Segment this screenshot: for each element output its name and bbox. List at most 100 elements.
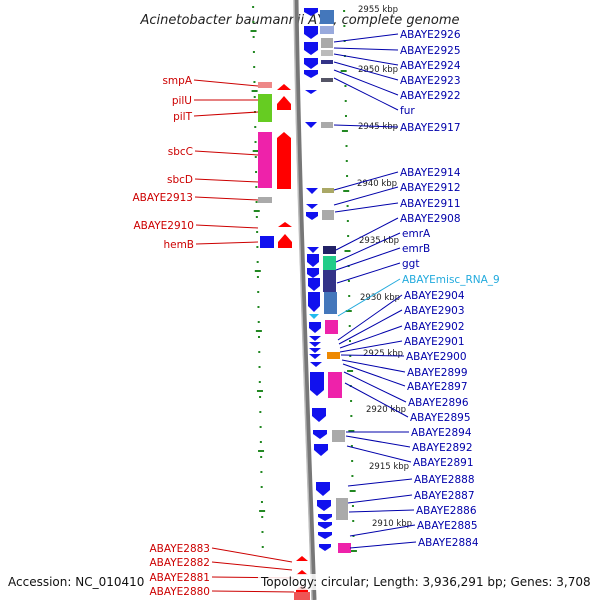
leader-line [336,262,401,284]
feature-box [321,38,333,48]
gene-label-right[interactable]: emrA [402,228,431,240]
gene-label-right[interactable]: ABAYE2887 [414,490,475,502]
gene-label-left[interactable]: hemB [163,239,194,251]
kbp-label: 2945 kbp [358,122,398,132]
tick-mark [259,411,262,413]
leader-line [195,241,259,245]
tick-mark-major [255,330,262,332]
feature-box [321,60,333,64]
gene-reverse [310,362,322,367]
gene-label-right[interactable]: ABAYE2900 [406,351,467,363]
gene-label-right[interactable]: ABAYE2911 [400,198,461,210]
feature-box [258,82,272,88]
gene-label-right[interactable]: ABAYE2885 [417,520,478,532]
tick-mark [344,100,347,102]
kbp-label: 2920 kbp [366,405,406,415]
gene-reverse [318,514,332,521]
gene-label-right[interactable]: ABAYE2899 [407,367,468,379]
gene-label-left[interactable]: ABAYE2883 [149,543,210,555]
gene-label-right[interactable]: ABAYE2901 [404,336,465,348]
gene-label-right[interactable]: ABAYE2895 [410,412,471,424]
gene-label-right[interactable]: ABAYE2922 [400,90,461,102]
leader-line [333,186,399,206]
leader-line [333,53,399,66]
gene-label-right[interactable]: ABAYE2891 [413,457,474,469]
feature-box [321,122,333,128]
tick-mark [258,366,261,368]
gene-label-left[interactable]: ABAYE2913 [132,192,193,204]
gene-label-right[interactable]: ABAYE2904 [404,290,465,302]
leader-line [333,47,399,51]
gene-label-right[interactable]: ABAYE2894 [411,427,472,439]
tick-mark [351,475,354,477]
gene-label-left[interactable]: ABAYE2880 [149,586,210,598]
tick-mark-major [341,130,348,132]
leader-line [346,445,412,463]
gene-label-right[interactable]: ABAYE2896 [408,397,469,409]
gene-label-left[interactable]: ABAYE2910 [133,220,194,232]
gene-reverse [304,70,318,78]
gene-reverse [308,278,320,291]
gene-label-right[interactable]: ggt [402,258,419,270]
gene-reverse [309,354,321,359]
leader-line [339,340,403,353]
gene-label-right[interactable]: ABAYE2902 [404,321,465,333]
right-labels: ABAYE2926ABAYE2925ABAYE2924ABAYE2923ABAY… [333,29,500,549]
gene-reverse [306,188,318,194]
gene-reverse [304,58,318,69]
tick-mark [259,396,262,398]
kbp-label: 2915 kbp [369,462,409,472]
leader-line [337,278,401,317]
tick-mark [348,325,351,327]
leader-line [211,561,293,571]
feature-box [323,270,336,292]
tick-mark [254,141,257,143]
gene-label-right[interactable]: emrB [402,243,430,255]
feature-box [258,197,272,203]
genome-backbone-highlight [293,0,313,600]
gene-label-right[interactable]: ABAYE2884 [418,537,479,549]
gene-label-right[interactable]: ABAYE2912 [400,182,461,194]
tick-mark-major [252,150,259,152]
gene-label-right[interactable]: ABAYE2924 [400,60,461,72]
tick-mark [352,520,355,522]
gene-label-right[interactable]: ABAYE2914 [400,167,461,179]
tick-mark [350,415,353,417]
gene-label-left[interactable]: sbcD [167,174,193,186]
tick-mark [349,340,351,342]
gene-label-right[interactable]: ABAYE2925 [400,45,461,57]
tick-mark [261,531,264,533]
gene-label-right[interactable]: ABAYE2897 [407,381,468,393]
gene-forward [296,570,308,575]
gene-label-right[interactable]: ABAYE2923 [400,75,461,87]
gene-label-left[interactable]: ABAYE2882 [149,557,210,569]
gene-label-left[interactable]: pilU [172,95,192,107]
gene-label-right[interactable]: ABAYE2903 [404,305,465,317]
topology-bg [258,574,598,590]
leader-line [211,590,295,593]
gene-label-right[interactable]: fur [400,105,415,117]
gene-label-right[interactable]: ABAYEmisc_RNA_9 [402,274,500,286]
tick-mark [255,201,258,203]
gene-label-left[interactable]: ABAYE2881 [149,572,210,584]
gene-label-right[interactable]: ABAYE2886 [416,505,477,517]
gene-label-left[interactable]: sbcC [168,146,193,158]
gene-label-right[interactable]: ABAYE2908 [400,213,461,225]
gene-label-right[interactable]: ABAYE2917 [400,122,461,134]
tick-mark [350,445,353,447]
tick-mark [351,505,354,507]
gene-label-left[interactable]: pilT [173,111,192,123]
gene-label-right[interactable]: ABAYE2888 [414,474,475,486]
leader-line [349,524,416,537]
tick-mark [258,336,260,338]
gene-label-left[interactable]: smpA [162,75,192,87]
gene-label-right[interactable]: ABAYE2892 [412,442,473,454]
feature-box [322,210,334,220]
feature-box [258,132,272,188]
gene-label-right[interactable]: ABAYE2926 [400,29,461,41]
tick-mark [256,261,259,263]
gene-reverse [304,42,318,55]
